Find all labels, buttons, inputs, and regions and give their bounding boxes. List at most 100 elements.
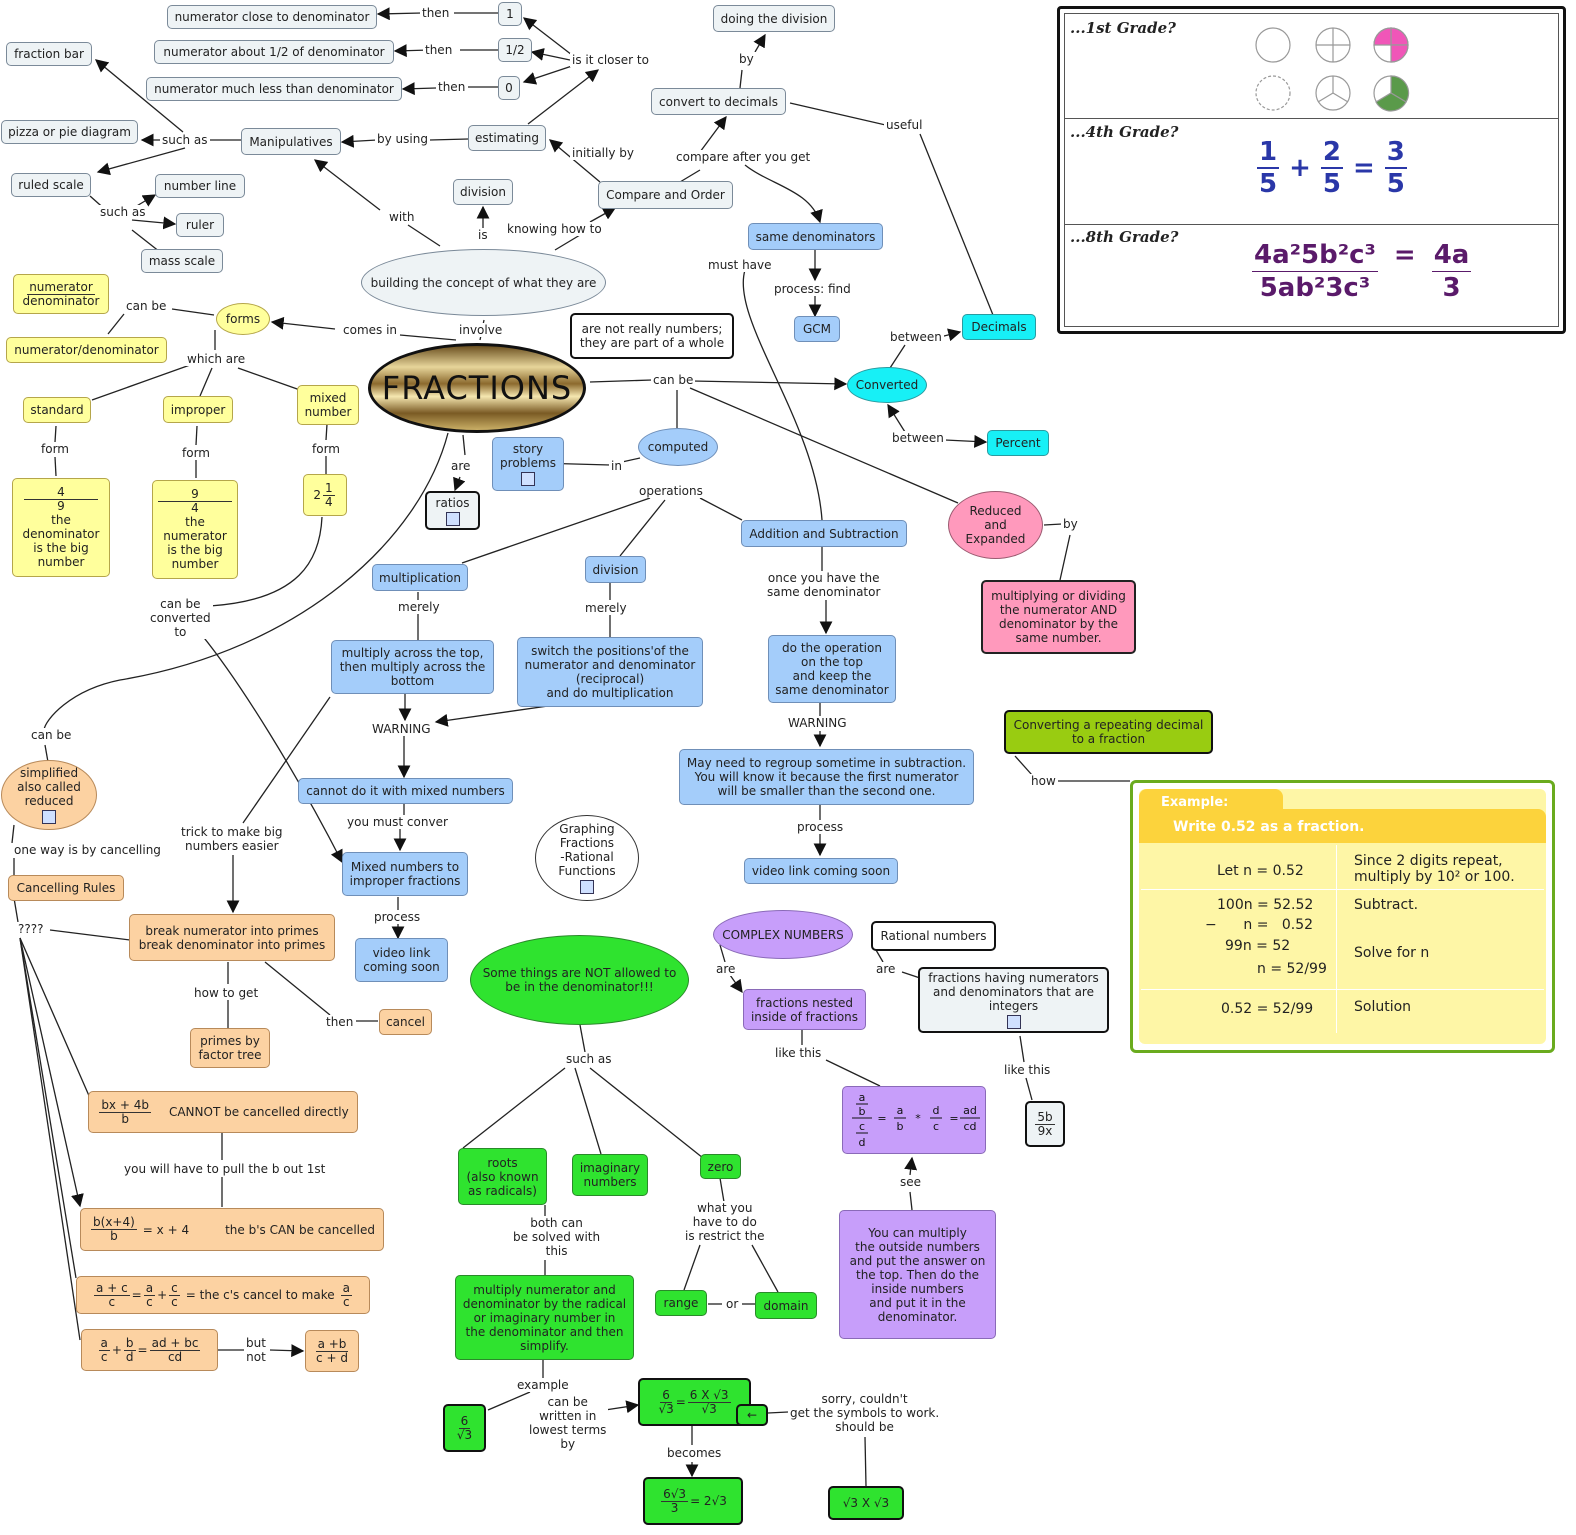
node-mixed-number[interactable]: mixed number [297,385,359,425]
node-cancel[interactable]: cancel [379,1009,432,1035]
example-row2-solve: Solve for n [1354,945,1430,961]
node-percent[interactable]: Percent [987,430,1049,456]
rule-3-text: = the c's cancel to make [185,1288,335,1302]
node-example-1[interactable]: 6√3 [443,1404,486,1452]
svg-text:d: d [933,1104,940,1117]
node-example-2[interactable]: 6√3 = 6 X √3√3 [638,1378,751,1426]
node-range[interactable]: range [655,1290,707,1316]
node-not-numbers[interactable]: are not really numbers; they are part of… [570,313,734,359]
node-cancelling-rules[interactable]: Cancelling Rules [8,875,124,901]
node-one[interactable]: 1 [498,2,522,26]
node-improper[interactable]: improper [163,396,233,423]
node-video-1[interactable]: video link coming soon [355,938,448,982]
node-imaginary[interactable]: imaginary numbers [572,1154,648,1196]
node-complex[interactable]: COMPLEX NUMBERS [713,910,853,959]
node-mass-scale[interactable]: mass scale [141,249,223,273]
node-multiplication[interactable]: multiplication [372,564,468,591]
node-fraction-bar[interactable]: fraction bar [6,42,92,66]
rule-2-text: the b's CAN be cancelled [225,1222,375,1237]
node-rational[interactable]: Rational numbers [871,921,996,951]
node-forms[interactable]: forms [216,303,270,335]
plus: + [1289,153,1311,183]
node-multiply-radical[interactable]: multiply numerator and denominator by th… [455,1275,634,1360]
equals: = 2√3 [690,1494,727,1508]
node-estimating[interactable]: estimating [468,125,546,151]
node-simplified[interactable]: simplified also called reduced [1,760,97,830]
label-useful: useful [884,118,925,132]
node-ratios[interactable]: ratios [425,491,480,530]
node-decimals[interactable]: Decimals [962,314,1036,340]
node-mixed-improper[interactable]: Mixed numbers to improper fractions [342,852,468,896]
label-how: how [1029,774,1058,788]
node-cannot-mixed[interactable]: cannot do it with mixed numbers [298,778,513,804]
node-half[interactable]: numerator about 1/2 of denominator [154,40,394,64]
node-doing-division[interactable]: doing the division [713,5,835,32]
node-graphing[interactable]: Graphing Fractions -Rational Functions [535,815,639,901]
node-addition-subtraction[interactable]: Addition and Subtraction [741,520,907,547]
node-zero[interactable]: 0 [498,76,520,100]
node-building-concept[interactable]: building the concept of what they are [361,249,606,316]
node-converted[interactable]: Converted [847,367,927,403]
node-arrow[interactable]: ← [736,1404,768,1426]
node-roots[interactable]: roots (also known as radicals) [458,1148,547,1205]
node-much-less[interactable]: numerator much less than denominator [146,77,402,101]
node-mult-div[interactable]: multiplying or dividing the numerator AN… [981,580,1136,654]
node-primes-factor-tree[interactable]: primes by factor tree [190,1028,270,1068]
node-rule-2[interactable]: b(x+4)b = x + 4 the b's CAN be cancelled [80,1208,384,1251]
node-close[interactable]: numerator close to denominator [167,5,377,29]
node-standard[interactable]: standard [23,397,91,423]
node-video-2[interactable]: video link coming soon [744,858,898,884]
node-multiply-outside[interactable]: You can multiply the outside numbers and… [839,1210,996,1339]
node-num-slash-den[interactable]: numerator/denominator [6,337,167,363]
label-by: by [1061,517,1080,531]
node-div-text[interactable]: switch the positions'of the numerator an… [517,637,703,707]
node-sqrt-product[interactable]: √3 X √3 [828,1486,904,1520]
node-story-problems[interactable]: story problems [492,437,564,491]
example-subtitle: Write 0.52 as a fraction. [1173,819,1365,835]
node-convert-decimals[interactable]: convert to decimals [651,88,786,115]
node-division[interactable]: division [585,556,646,583]
node-compare-order[interactable]: Compare and Order [598,181,733,209]
node-domain[interactable]: domain [755,1292,817,1319]
svg-text:d: d [859,1136,866,1149]
node-division-top[interactable]: division [453,179,513,205]
node-fractions[interactable]: FRACTIONS [368,343,586,433]
node-nested[interactable]: fractions nested inside of fractions [743,989,866,1030]
node-do-operation[interactable]: do the operation on the top and keep the… [768,635,896,703]
node-ruler[interactable]: ruler [176,213,224,237]
label-like-this: like this [1002,1063,1053,1077]
node-ruled-scale[interactable]: ruled scale [11,173,91,197]
node-same-denominators[interactable]: same denominators [748,223,883,250]
node-break-primes[interactable]: break numerator into primes break denomi… [129,914,335,961]
node-half-value[interactable]: 1/2 [498,38,532,62]
node-zero[interactable]: zero [700,1154,741,1179]
node-mult-text[interactable]: multiply across the top, then multiply a… [331,640,494,694]
node-having[interactable]: fractions having numerators and denomina… [918,967,1109,1033]
having-text: fractions having numerators and denomina… [928,971,1099,1013]
label-which-are: which are [185,352,248,366]
node-reduced-expanded[interactable]: Reduced and Expanded [948,491,1043,559]
node-not-allowed[interactable]: Some things are NOT allowed to be in the… [470,935,689,1025]
node-regroup[interactable]: May need to regroup sometime in subtract… [679,749,974,805]
node-repeating-decimal[interactable]: Converting a repeating decimal to a frac… [1004,710,1213,754]
node-manipulatives[interactable]: Manipulatives [241,128,341,155]
node-pizza[interactable]: pizza or pie diagram [1,120,138,144]
node-number-line[interactable]: number line [155,174,245,198]
node-gcm[interactable]: GCM [794,316,840,342]
node-computed[interactable]: computed [638,428,718,466]
